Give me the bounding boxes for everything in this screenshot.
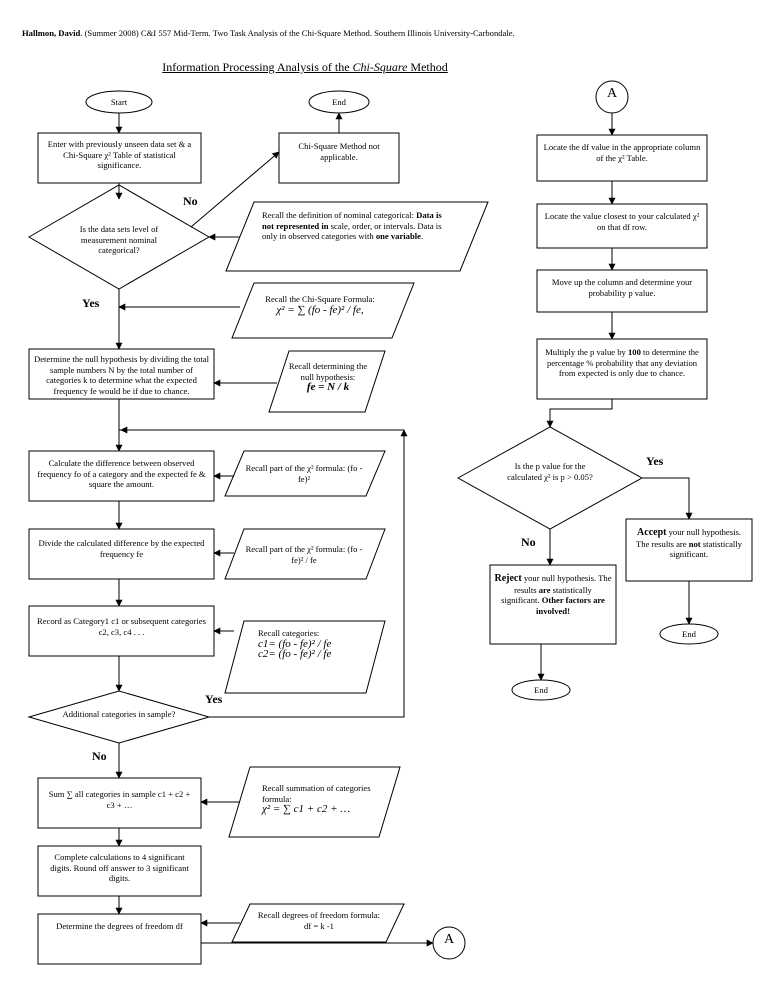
move-up-box	[536, 269, 708, 313]
decision-p-text: Is the p value for the calculated χ² is …	[507, 461, 593, 482]
recall-sum-text: Recall summation of categories formula:χ…	[262, 783, 371, 815]
dof-text: Determine the degrees of freedom df	[56, 921, 183, 931]
recall-formula	[231, 282, 415, 339]
recall-part1	[224, 450, 386, 497]
connector-a-top-label: A	[606, 86, 618, 101]
recall-formula-text: Recall the Chi-Square Formula:χ² = ∑ (fo…	[265, 294, 375, 316]
calc-diff-text: Calculate the difference between observe…	[37, 458, 206, 489]
recall-null	[268, 350, 386, 413]
recall-part2	[224, 528, 386, 580]
recall-sum-formula: χ² = ∑ c1 + c2 + …	[262, 803, 351, 815]
end-top-label: End	[332, 97, 346, 107]
record-text: Record as Category1 c1 or subsequent cat…	[37, 616, 206, 637]
complete-text: Complete calculations to 4 significant d…	[50, 852, 189, 883]
recall-sum	[228, 766, 401, 838]
no-label-p: No	[521, 535, 536, 549]
yes-label-p: Yes	[646, 454, 664, 468]
recall-nominal-text: Recall the definition of nominal categor…	[262, 210, 442, 241]
multiply-box	[536, 338, 708, 400]
recall-c1: c1= (fo - fe)² / fe	[258, 637, 332, 650]
connector-a-bottom-label: A	[443, 932, 455, 947]
no-label-more: No	[92, 749, 107, 763]
recall-part2-text: Recall part of the χ² formula: (fo - fe)…	[245, 544, 363, 565]
reject-text: Reject your null hypothesis. The results…	[494, 573, 612, 616]
recall-dof	[231, 903, 405, 943]
move-up-text: Move up the column and determine your pr…	[551, 277, 693, 298]
recall-null-text: Recall determining the null hypothesis:f…	[288, 361, 368, 393]
null-hyp-formula: fe = N / k	[306, 381, 350, 393]
citation-header: Hallmon, David. (Summer 2008) C&I 557 Mi…	[22, 28, 515, 38]
recall-categories	[224, 620, 386, 694]
null-hyp-text: Determine the null hypothesis by dividin…	[34, 354, 209, 396]
yes-label-nominal: Yes	[82, 296, 100, 310]
locate-df-text: Locate the df value in the appropriate c…	[543, 142, 701, 163]
end-reject-label: End	[534, 685, 548, 695]
not-applicable-text: Chi-Square Method not applicable.	[298, 141, 380, 162]
yes-label-more: Yes	[205, 692, 223, 706]
decision-nominal-text: Is the data sets level of measurement no…	[79, 224, 159, 255]
chi-square-formula: χ² = ∑ (fo - fe)² / fe,	[276, 303, 364, 316]
divide-text: Divide the calculated difference by the …	[38, 538, 205, 559]
recall-dof-text: Recall degrees of freedom formula: df = …	[257, 910, 381, 931]
decision-more-text: Additional categories in sample?	[62, 709, 176, 719]
author: Hallmon, David	[22, 28, 81, 38]
accept-text: Accept your null hypothesis. The results…	[636, 527, 742, 559]
page-title: Information Processing Analysis of the C…	[162, 60, 448, 74]
citation-text: (Summer 2008) C&I 557 Mid-Term. Two Task…	[84, 28, 515, 38]
sum-text: Sum ∑ all categories in sample c1 + c2 +…	[48, 789, 191, 810]
recall-nominal	[225, 201, 489, 272]
end-accept-label: End	[682, 629, 696, 639]
locate-closest-box	[536, 203, 708, 249]
locate-df-box	[536, 134, 708, 182]
recall-part1-text: Recall part of the χ² formula: (fo - fe)…	[245, 463, 363, 484]
multiply-text: Multiply the p value by 100 to determine…	[545, 347, 699, 378]
enter-text: Enter with previously unseen data set & …	[47, 139, 192, 170]
no-label-nominal: No	[183, 194, 198, 208]
start-label: Start	[110, 97, 128, 107]
recall-c2: c2= (fo - fe)² / fe	[258, 648, 332, 660]
locate-closest-text: Locate the value closest to your calcula…	[544, 211, 700, 232]
